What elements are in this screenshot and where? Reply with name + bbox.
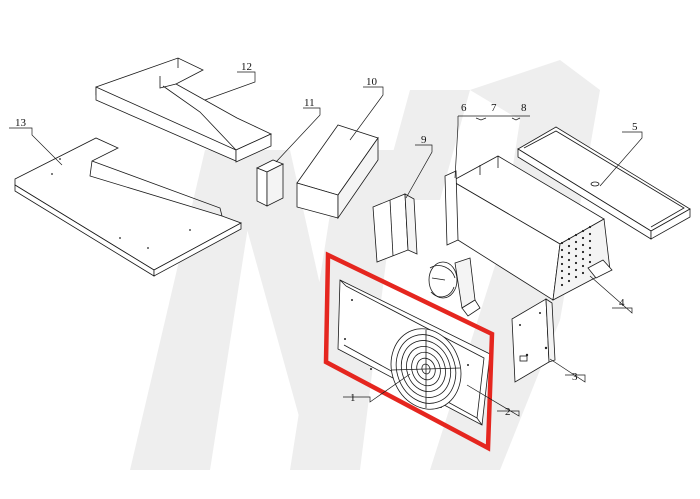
part-13-base-plate [14, 137, 242, 277]
perforation-hole [581, 236, 585, 240]
perforation-hole [560, 241, 564, 245]
perforation-hole [581, 243, 585, 247]
label-5: 5 [632, 121, 638, 133]
perforation-hole [567, 265, 571, 269]
part-12-duct [95, 57, 272, 163]
perforation-hole [581, 264, 585, 268]
perforation-hole [588, 225, 592, 229]
perforation-hole [560, 255, 564, 259]
part-2-fan-panel [337, 279, 491, 426]
perforation-hole [588, 246, 592, 250]
fan-guard [390, 328, 462, 410]
part-11-block [256, 159, 284, 207]
label-8: 8 [521, 102, 527, 114]
perforation-hole [581, 250, 585, 254]
part-6-7-8-housing [444, 155, 613, 301]
perforation-hole [574, 247, 578, 251]
perforation-hole [581, 229, 585, 233]
part-3-bracket-plate [511, 298, 556, 383]
perforation-hole [574, 275, 578, 279]
label-1: 1 [350, 392, 356, 404]
perforation-hole [567, 251, 571, 255]
highlight-frame [323, 251, 495, 452]
perforation-hole [588, 232, 592, 236]
perforation-hole [581, 257, 585, 261]
perforation-hole [560, 248, 564, 252]
perforation-hole [567, 258, 571, 262]
perforation-hole [567, 244, 571, 248]
leader-lines [9, 71, 643, 417]
label-12: 12 [241, 61, 252, 73]
label-6: 6 [461, 102, 467, 114]
label-10: 10 [366, 76, 378, 88]
perforation-hole [567, 237, 571, 241]
perforation-hole [574, 268, 578, 272]
perforation-hole [560, 276, 564, 280]
perforation-hole [581, 271, 585, 275]
perforation-grid [560, 225, 592, 287]
label-9: 9 [421, 134, 427, 146]
perforation-hole [588, 260, 592, 264]
label-11: 11 [304, 97, 315, 109]
perforation-hole [574, 233, 578, 237]
label-13: 13 [15, 117, 27, 129]
perforation-hole [574, 240, 578, 244]
perforation-hole [560, 269, 564, 273]
label-2: 2 [505, 406, 511, 418]
fan-motor-assembly [428, 257, 481, 317]
perforation-hole [567, 279, 571, 283]
part-10-block [296, 124, 379, 220]
part-9-bracket [372, 193, 418, 263]
perforation-hole [560, 262, 564, 266]
part-5-tray [517, 126, 691, 240]
perforation-hole [567, 272, 571, 276]
label-4: 4 [619, 297, 625, 309]
perforation-hole [574, 254, 578, 258]
label-3: 3 [572, 371, 578, 383]
perforation-hole [560, 283, 564, 287]
perforation-hole [588, 253, 592, 257]
perforation-hole [588, 239, 592, 243]
label-7: 7 [491, 102, 497, 114]
callout-numbers: 12 11 10 13 9 6 7 8 5 4 3 2 1 [15, 61, 638, 418]
perforation-hole [574, 261, 578, 265]
